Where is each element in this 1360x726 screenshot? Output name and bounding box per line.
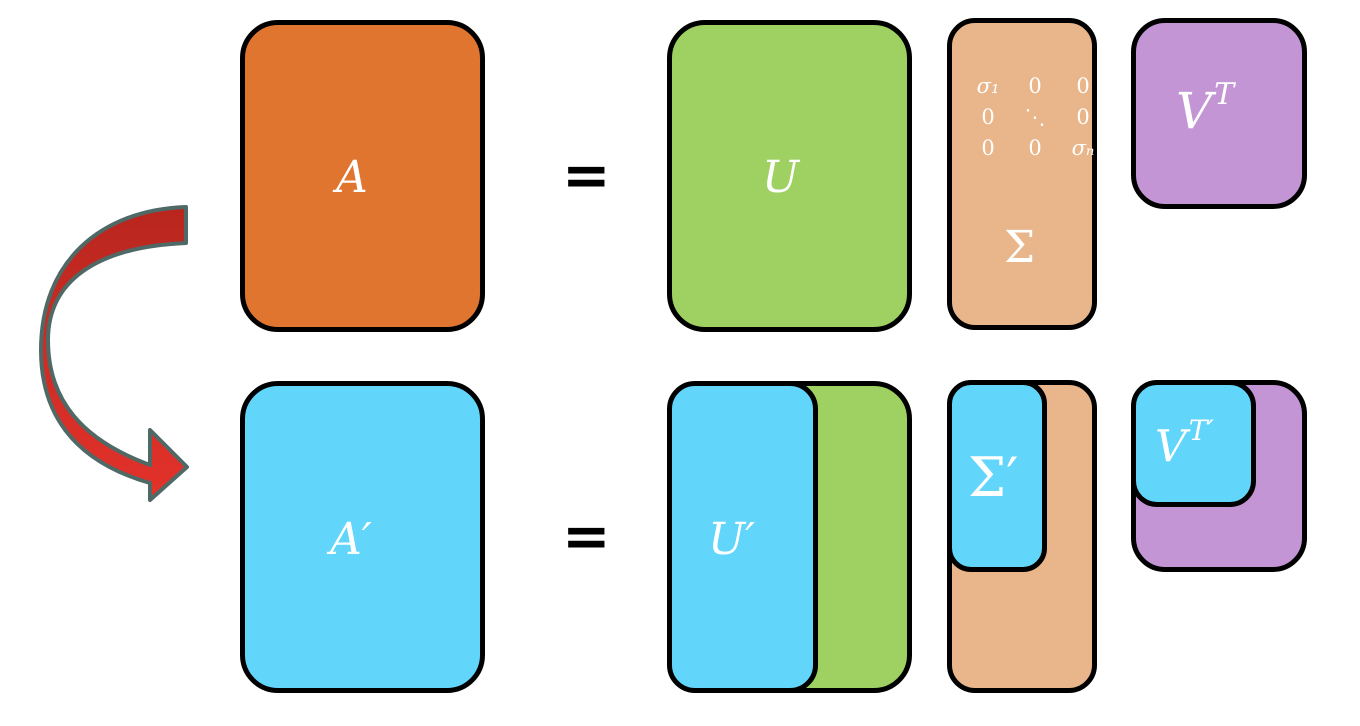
matrix-u-prime-box [667, 381, 818, 693]
matrix-cell: 0 [1076, 105, 1090, 129]
matrix-a-box [240, 20, 485, 332]
matrix-sigma-prime-box [947, 380, 1047, 572]
matrix-cell: σₙ [1071, 136, 1095, 160]
matrix-u-prime-label: U′ [708, 514, 756, 565]
matrix-vt-prime-label: VT′ [1155, 414, 1214, 473]
matrix-cell: 0 [981, 136, 995, 160]
equals-sign-bottom: = [562, 502, 611, 570]
matrix-cell: 0 [1028, 136, 1042, 160]
curved-arrow-icon [39, 205, 189, 502]
matrix-vt-base: V [1176, 82, 1213, 140]
matrix-vt-prime-box [1131, 380, 1256, 507]
sigma-diagonal-matrix: σ₁ 0 0 0 ⋱ 0 0 0 σₙ [966, 74, 1102, 170]
arrow-shape [39, 205, 189, 502]
matrix-cell: 0 [1076, 74, 1090, 98]
matrix-sigma-box [947, 18, 1097, 330]
equals-sign-top: = [562, 141, 611, 209]
matrix-u-box [667, 20, 912, 332]
matrix-cell: 0 [981, 105, 995, 129]
matrix-u-label: U [762, 152, 800, 203]
matrix-cell: ⋱ [1024, 105, 1046, 129]
matrix-a-label: A [336, 152, 368, 203]
matrix-vt-prime-superscript: T′ [1188, 414, 1214, 447]
matrix-sigma-prime-label: Σ′ [968, 446, 1019, 509]
matrix-cell: 0 [1028, 74, 1042, 98]
matrix-vt-superscript: T [1214, 77, 1235, 113]
matrix-a-prime-box [240, 381, 485, 693]
matrix-vt-box [1131, 18, 1307, 209]
matrix-vt-prime-base: V [1155, 421, 1187, 473]
matrix-sigma-label: Σ [1004, 222, 1036, 273]
matrix-cell: σ₁ [976, 74, 1000, 98]
matrix-vt-label: VT [1176, 77, 1234, 140]
matrix-a-prime-label: A′ [330, 514, 372, 565]
